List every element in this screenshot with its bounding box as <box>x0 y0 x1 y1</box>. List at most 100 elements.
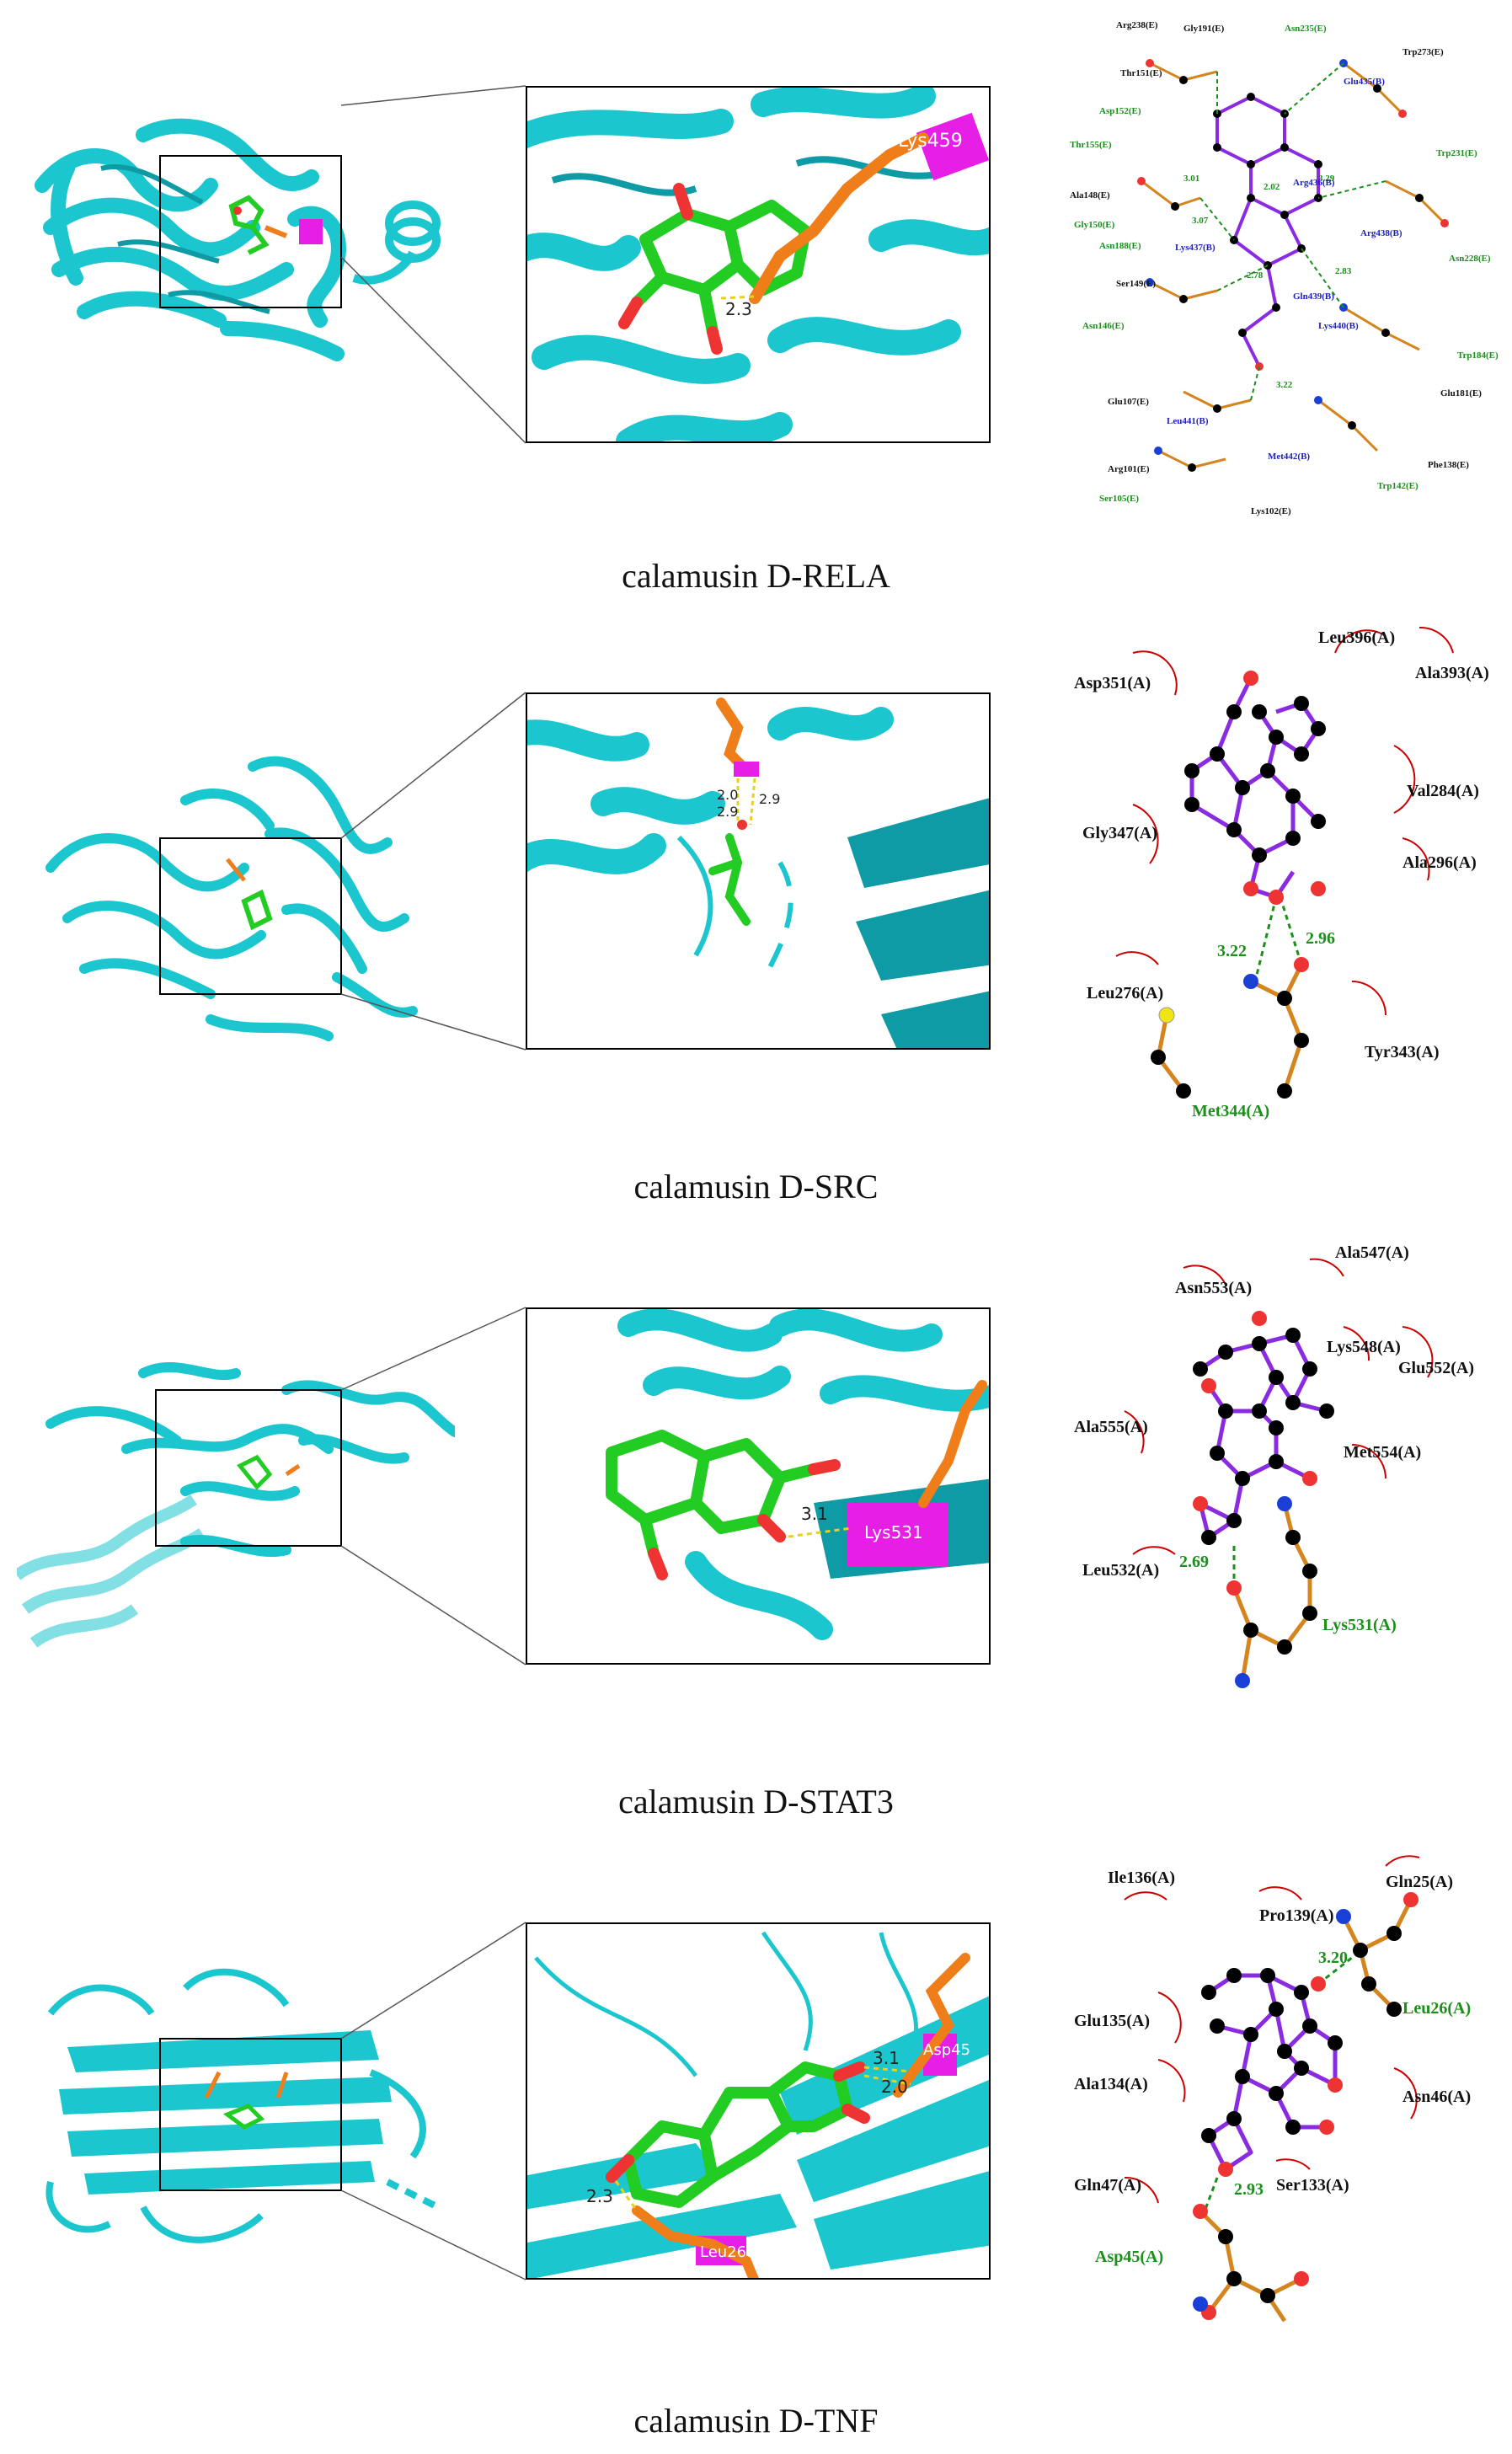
residue-label: Arg438(B) <box>1360 228 1402 238</box>
distance-label: 3.07 <box>1192 216 1209 226</box>
panel-src: 2.0 2.9 2.9 <box>0 607 1512 1222</box>
residue-label: Gln47(A) <box>1074 2176 1141 2195</box>
residue-label: Trp231(E) <box>1436 148 1477 158</box>
panel-caption: calamusin D-STAT3 <box>618 1783 894 1820</box>
hbond-distance-1: 3.1 <box>801 1504 828 1524</box>
hydrophobic-arcs <box>1124 1258 1434 1555</box>
distance-label: 3.20 <box>1318 1949 1348 1967</box>
binding-site-zoom: 2.3 Lys459 <box>526 86 991 443</box>
residue-label: Phe138(E) <box>1428 460 1469 470</box>
residue-label: Ala134(A) <box>1074 2075 1148 2093</box>
zoom-connector-lines <box>340 85 526 444</box>
residue-label: Ala547(A) <box>1335 1243 1409 1262</box>
distance-label: 2.96 <box>1306 929 1335 948</box>
residue-label: Asp45 <box>923 2041 970 2059</box>
distance-label: 2.83 <box>1335 266 1352 276</box>
residue-label: Met442(B) <box>1268 452 1310 462</box>
distance-label: 2.93 <box>1234 2180 1264 2199</box>
hydrophobic-residue-labels: Arg238(E) Gly191(E) Trp273(E) Thr151(E) … <box>1070 20 1482 516</box>
hydrophobic-residue-labels: Leu396(A) Ala393(A) Asp351(A) Val284(A) … <box>1074 628 1489 1061</box>
residue-label: Asp351(A) <box>1074 674 1151 692</box>
chain-b-residue-labels: Glu435(B) Arg436(B) Arg438(B) Lys437(B) … <box>1167 77 1402 462</box>
hydrophobic-residue-labels: Ile136(A) Pro139(A) Gln25(A) Glu135(A) A… <box>1074 1869 1471 2195</box>
distance-label: 3.29 <box>1318 174 1335 184</box>
residue-label: Leu441(B) <box>1167 416 1209 426</box>
protein-overview <box>17 1361 455 1648</box>
residue-label: Leu276(A) <box>1087 984 1163 1002</box>
residue-label: Gly191(E) <box>1183 24 1225 34</box>
residue-label: Gly347(A) <box>1082 824 1157 842</box>
hbond-distance-1: 2.0 <box>717 787 738 803</box>
residue-label: Lys102(E) <box>1251 506 1291 516</box>
residue-label: Gln25(A) <box>1386 1873 1453 1891</box>
residue-label-2: Leu26 <box>700 2243 746 2261</box>
residue-label: Trp273(E) <box>1402 47 1444 57</box>
binding-site-zoom: 2.0 2.9 2.9 <box>526 692 991 1050</box>
residue-label: Glu552(A) <box>1398 1359 1474 1377</box>
residue-label: Arg101(E) <box>1108 464 1150 474</box>
distance-label: 3.01 <box>1183 174 1199 184</box>
distance-label: 3.22 <box>1217 942 1247 960</box>
hbond-distance-1: 3.1 <box>873 2048 900 2068</box>
panel-rela: 2.3 Lys459 <box>0 0 1512 607</box>
hbond-distance-3: 2.3 <box>586 2186 613 2206</box>
residue-label: Val284(A) <box>1407 782 1479 800</box>
residue-label: Asn553(A) <box>1175 1279 1252 1297</box>
hydrophobic-arcs <box>1124 1855 1420 2204</box>
panel-caption: calamusin D-RELA <box>622 557 890 595</box>
ligplot-atoms <box>1201 1926 1402 2303</box>
zoom-connector-lines <box>340 1922 526 2280</box>
residue-label: Asn46(A) <box>1402 2088 1471 2106</box>
protein-overview <box>35 118 441 361</box>
residue-label: Arg238(E) <box>1116 20 1158 30</box>
distance-label: 2.69 <box>1179 1553 1209 1571</box>
hbond-residue-labels: Asn235(E) Asp152(E) Thr155(E) Gly150(E) … <box>1070 24 1499 504</box>
panel-stat3: 3.1 Lys531 <box>0 1222 1512 1836</box>
residue-label: Gln439(B) <box>1293 291 1334 302</box>
distance-label: 2.78 <box>1247 270 1264 281</box>
panel-caption: calamusin D-SRC <box>633 1168 879 1206</box>
residue-label: Ser133(A) <box>1276 2176 1349 2195</box>
residue-label: Leu396(A) <box>1318 628 1395 647</box>
hbond-labels: 3.20 2.93 Leu26(A) Asp45(A) <box>1095 1949 1471 2266</box>
hbond-labels: 3.22 2.96 Met344(A) <box>1192 929 1335 1120</box>
residue-label: Asn228(E) <box>1449 254 1491 264</box>
residue-label: Ser149(E) <box>1116 279 1156 289</box>
residue-label: Lys440(B) <box>1318 321 1359 331</box>
binding-site-zoom: 3.1 Lys531 <box>526 1307 991 1665</box>
panel-caption: calamusin D-TNF <box>633 2402 879 2440</box>
zoom-connector-lines <box>340 692 526 1051</box>
residue-label: Asp152(E) <box>1099 106 1141 116</box>
zoom-region-box <box>159 155 342 308</box>
residue-label: Met554(A) <box>1344 1443 1421 1462</box>
residue-label: Asn146(E) <box>1082 321 1125 331</box>
hbond-distance-2: 2.0 <box>881 2077 908 2097</box>
protein-overview <box>45 756 418 1041</box>
hbond-distance-1: 2.3 <box>725 299 752 319</box>
residue-label: Thr155(E) <box>1070 140 1112 150</box>
ligplot-atoms <box>1151 696 1326 1099</box>
residue-label: Ala148(E) <box>1070 190 1110 200</box>
distance-label: 2.02 <box>1264 182 1280 192</box>
residue-label: Ile136(A) <box>1108 1869 1175 1887</box>
zoom-region-box <box>159 2038 342 2191</box>
residue-label: Glu107(E) <box>1108 397 1149 407</box>
residue-label: Lys437(B) <box>1175 243 1215 253</box>
residue-label: Asn188(E) <box>1099 241 1141 251</box>
ligplot-ligand <box>1215 94 1320 367</box>
residue-label: Asn235(E) <box>1285 24 1327 34</box>
zoom-connector-lines <box>340 1307 526 1665</box>
residue-label: Arg436(B) <box>1293 178 1335 188</box>
residue-label: Ala393(A) <box>1415 664 1489 682</box>
residue-label: Glu135(A) <box>1074 2012 1150 2030</box>
residue-label: Tyr343(A) <box>1365 1043 1440 1061</box>
ligplot-rela: 3.01 3.07 2.02 3.29 2.78 2.83 3.22 Arg23… <box>1070 20 1499 516</box>
ligplot-distances: 3.01 3.07 2.02 3.29 2.78 2.83 3.22 <box>1183 174 1352 390</box>
hbond-labels: 2.69 Lys531(A) <box>1179 1553 1397 1634</box>
ligplot-tnf: Ile136(A) Pro139(A) Gln25(A) Glu135(A) A… <box>1074 1855 1471 2323</box>
hydrophobic-residue-labels: Ala547(A) Asn553(A) Lys548(A) Glu552(A) … <box>1074 1243 1474 1580</box>
hbond-residue-label-2: Asp45(A) <box>1095 2248 1163 2266</box>
protein-overview <box>45 1968 440 2243</box>
hbond-distance-2: 2.9 <box>717 804 738 820</box>
panel-tnf: 3.1 2.0 2.3 Asp45 Leu26 <box>0 1836 1512 2454</box>
